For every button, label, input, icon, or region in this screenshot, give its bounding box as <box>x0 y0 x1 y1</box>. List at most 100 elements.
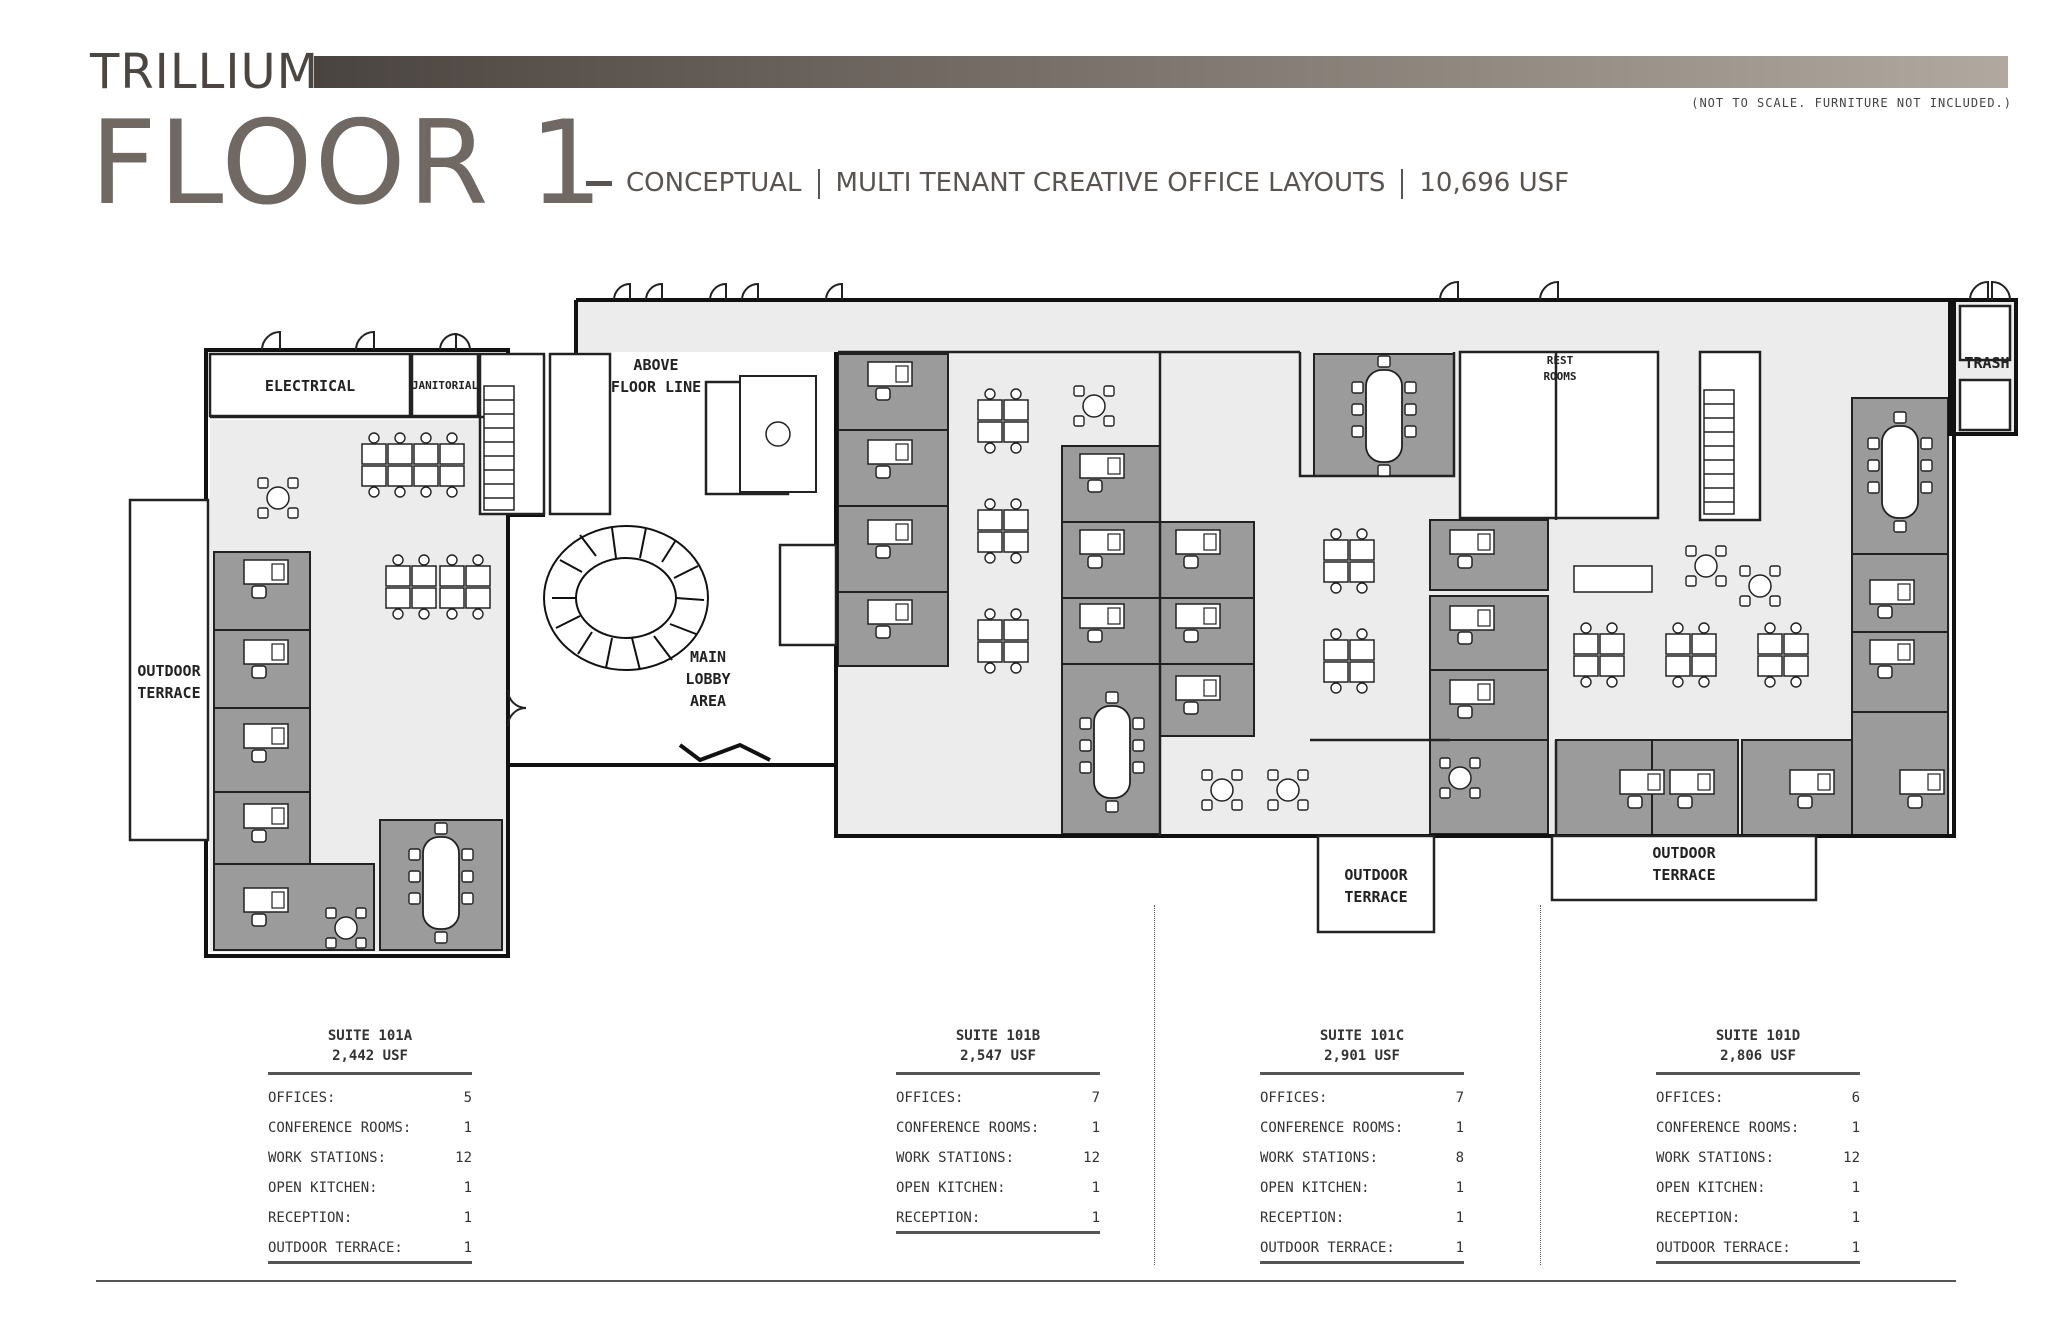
label-main-lobby-2: LOBBY <box>685 670 730 688</box>
stats-end-rule <box>1656 1261 1860 1264</box>
suite-area: 2,547 USF <box>960 1048 1036 1064</box>
furniture <box>243 355 1945 949</box>
stats-label: WORK STATIONS: <box>268 1150 387 1166</box>
stats-row: RECEPTION: 1 <box>1260 1203 1464 1233</box>
stats-row: OUTDOOR TERRACE:1 <box>1656 1233 1860 1263</box>
label-above-floor-line-1: ABOVE <box>633 356 678 374</box>
stats-label: OFFICES: <box>1260 1090 1328 1106</box>
stats-row: RECEPTION: 1 <box>1656 1203 1860 1233</box>
stats-row: OPEN KITCHEN:1 <box>896 1173 1100 1203</box>
stats-label: RECEPTION: <box>1656 1210 1741 1226</box>
stats-value: 1 <box>1091 1120 1100 1136</box>
stats-value: 1 <box>463 1120 472 1136</box>
label-rest-rooms-2: ROOMS <box>1543 370 1576 383</box>
stats-label: OUTDOOR TERRACE: <box>268 1240 403 1256</box>
stats-row: WORK STATIONS:8 <box>1260 1143 1464 1173</box>
stats-row: CONFERENCE ROOMS: 1 <box>1260 1113 1464 1143</box>
suite-stats-101a: SUITE 101A 2,442 USF OFFICES:5 CONFERENC… <box>268 1026 472 1264</box>
stats-label: RECEPTION: <box>1260 1210 1345 1226</box>
suite-area: 2,806 USF <box>1720 1048 1796 1064</box>
stats-row: WORK STATIONS: 12 <box>268 1143 472 1173</box>
brand-name: TRILLIUM <box>90 44 320 100</box>
stats-value: 1 <box>1091 1210 1100 1226</box>
stats-label: OPEN KITCHEN: <box>268 1180 378 1196</box>
stats-value: 1 <box>463 1210 472 1226</box>
stats-value: 1 <box>1851 1180 1860 1196</box>
subtitle-part-conceptual: CONCEPTUAL <box>626 168 802 198</box>
lobby-table <box>765 421 791 447</box>
stats-value: 8 <box>1455 1150 1464 1166</box>
stats-end-rule <box>268 1261 472 1264</box>
stats-row: WORK STATIONS:12 <box>896 1143 1100 1173</box>
stats-label: CONFERENCE ROOMS: <box>1260 1120 1404 1136</box>
stats-value: 1 <box>1455 1210 1464 1226</box>
suite-stats-101b: SUITE 101B 2,547 USF OFFICES:7 CONFERENC… <box>896 1026 1100 1234</box>
stats-row: CONFERENCE ROOMS: 1 <box>268 1113 472 1143</box>
suite-name: SUITE 101C <box>1319 1028 1405 1044</box>
floor-title: FLOOR 1 <box>90 96 606 231</box>
label-above-floor-line-2: FLOOR LINE <box>611 378 701 396</box>
stats-label: OPEN KITCHEN: <box>1656 1180 1766 1196</box>
stats-value: 1 <box>1455 1240 1464 1256</box>
stats-value: 1 <box>1851 1120 1860 1136</box>
stats-row: OPEN KITCHEN: 1 <box>268 1173 472 1203</box>
stats-value: 7 <box>1091 1090 1100 1106</box>
title-dash <box>586 181 612 186</box>
stats-label: OPEN KITCHEN: <box>1260 1180 1370 1196</box>
label-outdoor-terrace-mid-1: OUTDOOR <box>1344 866 1408 884</box>
stats-label: OFFICES: <box>1656 1090 1724 1106</box>
subtitle-separator <box>817 168 820 199</box>
stats-label: WORK STATIONS: <box>896 1150 1015 1166</box>
disclaimer: (NOT TO SCALE. FURNITURE NOT INCLUDED.) <box>1691 96 2012 110</box>
subtitle-separator <box>1401 168 1404 199</box>
stats-row: RECEPTION: 1 <box>268 1203 472 1233</box>
stats-row: CONFERENCE ROOMS: 1 <box>1656 1113 1860 1143</box>
suite-area: 2,901 USF <box>1324 1048 1400 1064</box>
suite-stats-101d: SUITE 101D 2,806 USF OFFICES: 6 CONFERENC… <box>1656 1026 1860 1264</box>
label-rest-rooms-1: REST <box>1547 354 1574 367</box>
stats-row: OFFICES: 7 <box>896 1083 1100 1113</box>
stats-value: 1 <box>1455 1120 1464 1136</box>
stats-label: CONFERENCE ROOMS: <box>268 1120 412 1136</box>
stats-row: CONFERENCE ROOMS: 1 <box>896 1113 1100 1143</box>
stats-row: OUTDOOR TERRACE: 1 <box>1260 1233 1464 1263</box>
label-janitorial: JANITORIAL <box>412 379 479 392</box>
label-main-lobby-3: AREA <box>690 692 726 710</box>
brand-gradient-bar <box>314 56 2008 88</box>
stats-label: CONFERENCE ROOMS: <box>1656 1120 1800 1136</box>
stats-row: OUTDOOR TERRACE: 1 <box>268 1233 472 1263</box>
stats-row: OPEN KITCHEN:1 <box>1260 1173 1464 1203</box>
suite-stats-101c: SUITE 101C 2,901 USF OFFICES:7 CONFERENC… <box>1260 1026 1464 1264</box>
kitchen-counter <box>1573 565 1653 593</box>
stats-label: RECEPTION: <box>268 1210 353 1226</box>
stats-rule <box>896 1072 1100 1075</box>
label-electrical: ELECTRICAL <box>265 377 355 395</box>
stats-value: 1 <box>463 1180 472 1196</box>
stats-row: WORK STATIONS:12 <box>1656 1143 1860 1173</box>
stats-end-rule <box>896 1231 1100 1234</box>
footer-rule <box>96 1280 1956 1282</box>
label-outdoor-terrace-right-1: OUTDOOR <box>1652 844 1716 862</box>
label-outdoor-terrace-left-2: TERRACE <box>137 684 200 702</box>
suite-name: SUITE 101D <box>1715 1028 1801 1044</box>
stats-row: OFFICES:5 <box>268 1083 472 1113</box>
stats-value: 12 <box>455 1150 472 1166</box>
stats-end-rule <box>1260 1261 1464 1264</box>
stats-value: 1 <box>463 1240 472 1256</box>
label-outdoor-terrace-left-1: OUTDOOR <box>137 662 201 680</box>
stats-label: CONFERENCE ROOMS: <box>896 1120 1040 1136</box>
label-main-lobby-1: MAIN <box>690 648 726 666</box>
stats-value: 5 <box>463 1090 472 1106</box>
stats-value: 6 <box>1851 1090 1860 1106</box>
stats-label: OUTDOOR TERRACE: <box>1260 1240 1395 1256</box>
stats-rule <box>268 1072 472 1075</box>
stats-label: OFFICES: <box>896 1090 964 1106</box>
suite-area: 2,442 USF <box>332 1048 408 1064</box>
interior-walls <box>128 304 2012 934</box>
stats-value: 1 <box>1851 1240 1860 1256</box>
stats-label: WORK STATIONS: <box>1656 1150 1775 1166</box>
stats-value: 1 <box>1091 1180 1100 1196</box>
stats-label: RECEPTION: <box>896 1210 981 1226</box>
stats-value: 1 <box>1851 1210 1860 1226</box>
